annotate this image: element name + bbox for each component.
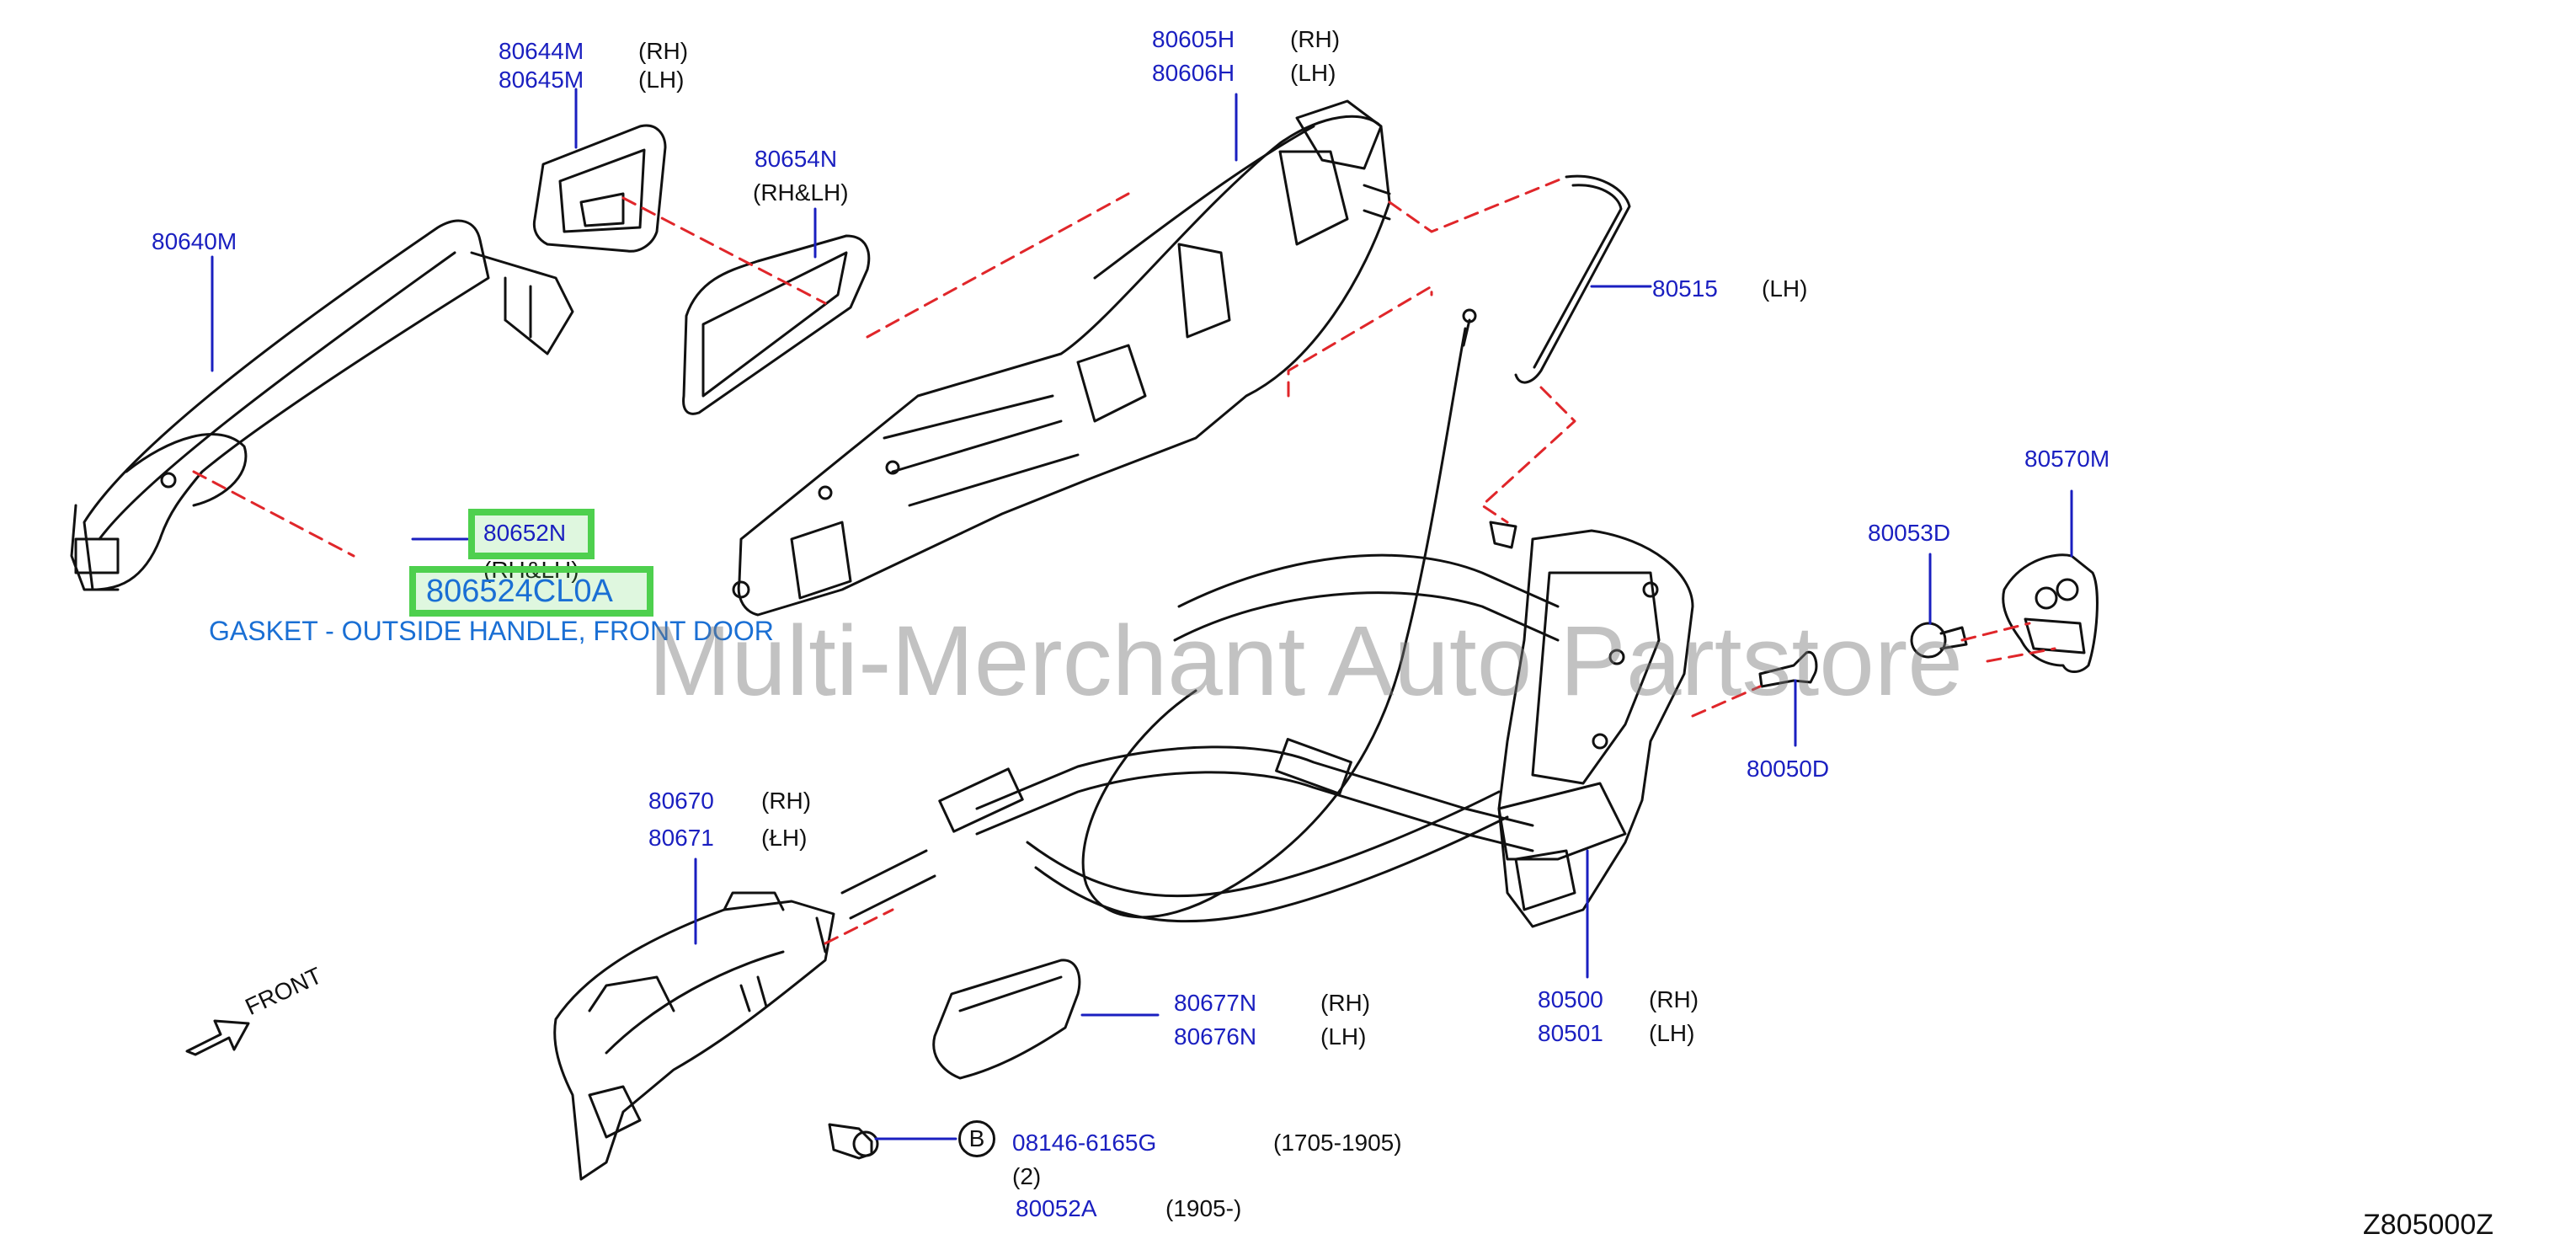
bolt-quantity: (2)	[1012, 1163, 1042, 1189]
screw-80053d-drawing	[1910, 622, 1968, 659]
tag-rh: (RH)	[761, 788, 812, 814]
inside-handle-drawing	[553, 891, 835, 1181]
front-arrow-drawing	[185, 1019, 250, 1056]
part-80053d[interactable]: 80053D	[1868, 520, 1951, 546]
bolt-callout-circle: B	[958, 1120, 995, 1157]
tag-lh: (LH)	[638, 67, 685, 93]
tag-rh: (RH)	[1320, 990, 1371, 1016]
escutcheon-drawing	[532, 124, 667, 253]
part-80515[interactable]: 80515	[1652, 275, 1718, 302]
tag-lh: (LH)	[1290, 60, 1336, 86]
tag-rh: (RH)	[638, 38, 689, 64]
part-80606h[interactable]: 80606H	[1152, 60, 1235, 86]
part-80645m[interactable]: 80645M	[499, 67, 584, 93]
striker-drawing	[2002, 553, 2099, 673]
part-80605h[interactable]: 80605H	[1152, 26, 1235, 52]
gasket-description: GASKET - OUTSIDE HANDLE, FRONT DOOR	[209, 616, 774, 646]
inside-cover-drawing	[932, 959, 1081, 1080]
gasket-rear-drawing	[682, 234, 871, 415]
part-80570m[interactable]: 80570M	[2024, 446, 2110, 472]
part-08146-6165g[interactable]: 08146-6165G	[1012, 1130, 1157, 1156]
tag-lh: (LH)	[1320, 1023, 1367, 1050]
bracket-drawing	[732, 99, 1391, 617]
dashed-connectors	[192, 175, 2056, 945]
tag-rh: (RH)	[1649, 986, 1699, 1012]
part-80671[interactable]: 80671	[648, 825, 714, 851]
part-80676n[interactable]: 80676N	[1174, 1023, 1257, 1050]
highlight-806524cl0a	[409, 566, 653, 617]
screw-80050d-drawing	[1758, 650, 1818, 688]
part-80052a[interactable]: 80052A	[1016, 1195, 1097, 1221]
bolt-date-range: (1705-1905)	[1273, 1130, 1402, 1156]
tag-lh: (LH)	[1649, 1020, 1695, 1046]
alt-date-range: (1905-)	[1165, 1195, 1242, 1221]
outside-handle-drawing	[70, 219, 574, 591]
part-80670[interactable]: 80670	[648, 788, 714, 814]
part-806524cl0a[interactable]: 806524CL0A	[426, 574, 613, 609]
part-80677n[interactable]: 80677N	[1174, 990, 1257, 1016]
tag-rh-lh: (RH&LH)	[753, 179, 849, 206]
part-80050d[interactable]: 80050D	[1747, 756, 1830, 782]
lock-cables-drawing	[840, 553, 1560, 923]
part-80501[interactable]: 80501	[1538, 1020, 1603, 1046]
diagram-code: Z805000Z	[2363, 1209, 2493, 1241]
tag-rh: (RH)	[1290, 26, 1341, 52]
rod-drawing	[1514, 174, 1631, 384]
part-80652n[interactable]: 80652N	[483, 520, 567, 546]
tag-lh: (LH)	[1762, 275, 1808, 302]
cable-drawing	[1081, 308, 1477, 919]
tag-lh: (ŁH)	[761, 825, 808, 851]
part-80654n[interactable]: 80654N	[755, 146, 838, 172]
watermark: Multi-Merchant Auto Partstore	[648, 606, 1963, 717]
door-lock-drawing	[1489, 521, 1694, 928]
part-80500[interactable]: 80500	[1538, 986, 1603, 1012]
part-80640m[interactable]: 80640M	[152, 228, 237, 254]
bolt-drawing	[828, 1123, 879, 1160]
part-80644m[interactable]: 80644M	[499, 38, 584, 64]
leader-lines	[211, 88, 2073, 1140]
highlight-80652n	[468, 509, 595, 559]
